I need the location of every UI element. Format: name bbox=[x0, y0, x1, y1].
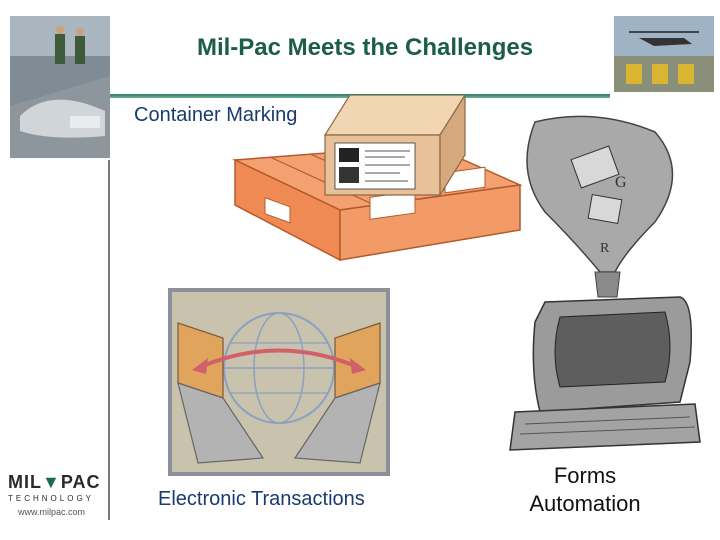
keyboard-icon bbox=[509, 403, 701, 451]
letter-g-glyph: G bbox=[615, 174, 627, 191]
slide-title: Mil-Pac Meets the Challenges bbox=[196, 34, 534, 61]
logo-url: www.milpac.com bbox=[18, 507, 86, 517]
forms-automation-illustration: G R bbox=[509, 115, 701, 451]
aircraft-carrier-photo bbox=[10, 16, 110, 158]
box-side bbox=[439, 95, 466, 198]
logo-brand-left: MIL bbox=[8, 472, 42, 492]
monitor-screen bbox=[554, 311, 671, 388]
milpac-logo: MIL▼PAC TECHNOLOGY www.milpac.com bbox=[8, 472, 108, 517]
exchange-arrow-icon bbox=[197, 348, 361, 370]
pallet-slot bbox=[264, 197, 291, 224]
electronic-transactions-illustration bbox=[168, 288, 390, 476]
logo-chevron-icon: ▼ bbox=[42, 472, 61, 492]
logo-tagline: TECHNOLOGY bbox=[8, 494, 95, 503]
helicopter-forklift-photo bbox=[614, 16, 714, 92]
pallet-box-illustration bbox=[232, 95, 523, 262]
logo-brand-right: PAC bbox=[60, 472, 101, 492]
helicopter-photo-illustration bbox=[614, 16, 714, 92]
aircraft-photo-illustration bbox=[10, 16, 110, 158]
form-document-icon bbox=[587, 193, 623, 225]
forms-swirl bbox=[526, 115, 674, 273]
barcode-icon bbox=[339, 167, 359, 183]
electronic-transactions-label: Electronic Transactions bbox=[158, 488, 365, 510]
letter-r-glyph: R bbox=[600, 241, 610, 256]
forms-automation-label: Forms Automation bbox=[500, 462, 670, 518]
barcode-icon bbox=[339, 148, 359, 162]
container-marking-label: Container Marking bbox=[134, 104, 298, 126]
logo-wordmark: MIL▼PAC bbox=[8, 472, 108, 493]
forms-label-line1: Forms bbox=[553, 463, 617, 488]
forms-label-line2: Automation bbox=[529, 491, 641, 516]
form-document-icon bbox=[570, 145, 620, 189]
left-divider bbox=[108, 160, 110, 520]
